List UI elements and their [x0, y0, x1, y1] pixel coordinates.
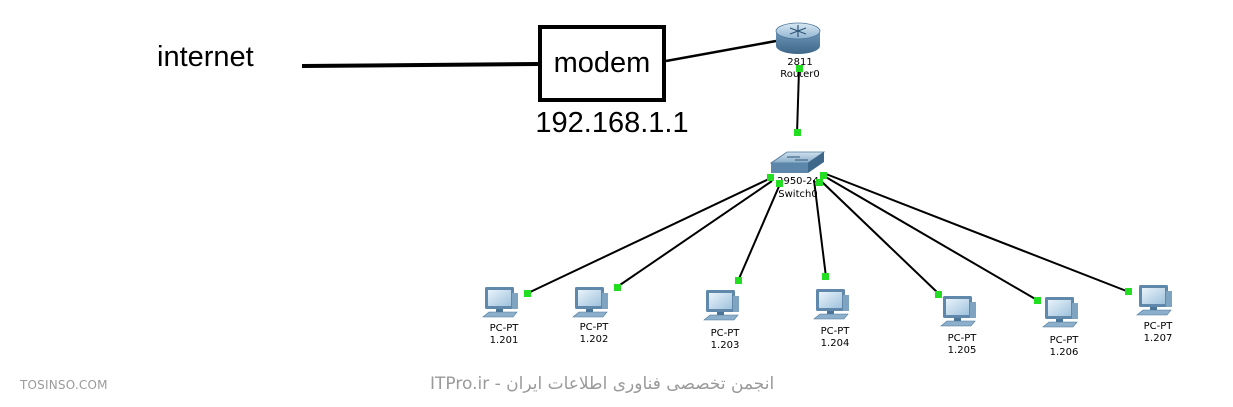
port-dot	[1125, 288, 1132, 295]
router-model-label: 2811	[787, 57, 812, 68]
pc-type-label: PC-PT	[1144, 321, 1174, 332]
pc-type-label: PC-PT	[490, 323, 520, 334]
port-dot	[820, 172, 827, 179]
port-dot	[816, 179, 823, 186]
link-pc-202	[616, 180, 773, 288]
pc-type-label: PC-PT	[711, 328, 741, 339]
port-dot	[935, 291, 942, 298]
internet-label: internet	[157, 41, 254, 73]
pc-icon[interactable]	[940, 296, 976, 327]
port-dot	[794, 129, 801, 136]
modem-router-link	[665, 39, 777, 63]
pc-ip-label: 1.202	[580, 334, 609, 345]
pc-type-label: PC-PT	[580, 322, 610, 333]
port-dot	[524, 290, 531, 297]
pc-ip-label: 1.201	[490, 335, 519, 346]
switch-name-label: Switch0	[778, 189, 817, 200]
link-pc-205	[819, 179, 940, 295]
router-name-label: Router0	[780, 69, 820, 80]
port-dot	[822, 273, 829, 280]
link-pc-204	[813, 179, 827, 278]
port-dot	[614, 284, 621, 291]
pc-ip-label: 1.205	[948, 345, 977, 356]
pc-ip-label: 1.206	[1050, 347, 1079, 358]
link-pc-207	[825, 173, 1130, 293]
router-icon[interactable]	[775, 22, 821, 54]
router-switch-link	[796, 69, 800, 135]
pc-type-label: PC-PT	[821, 326, 851, 337]
modem-label: modem	[554, 47, 651, 79]
pc-icon[interactable]	[703, 290, 739, 321]
pc-ip-label: 1.203	[711, 340, 740, 351]
port-dot	[796, 65, 803, 72]
switch-model-label: 2950-24	[777, 176, 819, 187]
pc-icon[interactable]	[813, 289, 849, 320]
pc-icon[interactable]	[1136, 285, 1172, 316]
pc-icon[interactable]	[1042, 297, 1078, 328]
link-pc-206	[823, 175, 1038, 301]
pc-group: PC-PT1.201PC-PT1.202PC-PT1.203PC-PT1.204…	[482, 285, 1174, 358]
switch-icon[interactable]	[769, 151, 826, 173]
port-dot	[767, 174, 774, 181]
port-status-dots	[524, 65, 1132, 304]
link-pc-203	[737, 183, 781, 282]
pc-type-label: PC-PT	[1050, 335, 1080, 346]
modem-ip-label: 192.168.1.1	[535, 107, 688, 139]
pc-icon[interactable]	[572, 287, 608, 318]
pc-type-label: PC-PT	[948, 333, 978, 344]
pc-ip-label: 1.207	[1144, 333, 1173, 344]
port-dot	[776, 180, 783, 187]
modem-box	[538, 25, 666, 102]
pc-ip-label: 1.204	[821, 338, 850, 349]
port-dot	[735, 277, 742, 284]
internet-modem-link	[301, 62, 539, 68]
link-pc-201	[527, 177, 772, 294]
pc-icon[interactable]	[482, 287, 518, 318]
switch-pc-links	[527, 173, 1130, 301]
port-dot	[1034, 297, 1041, 304]
watermark-center: ITPro.ir - انجمن تخصصی فناوری اطلاعات ای…	[430, 374, 775, 394]
watermark-left: TOSINSO.COM	[20, 378, 108, 392]
